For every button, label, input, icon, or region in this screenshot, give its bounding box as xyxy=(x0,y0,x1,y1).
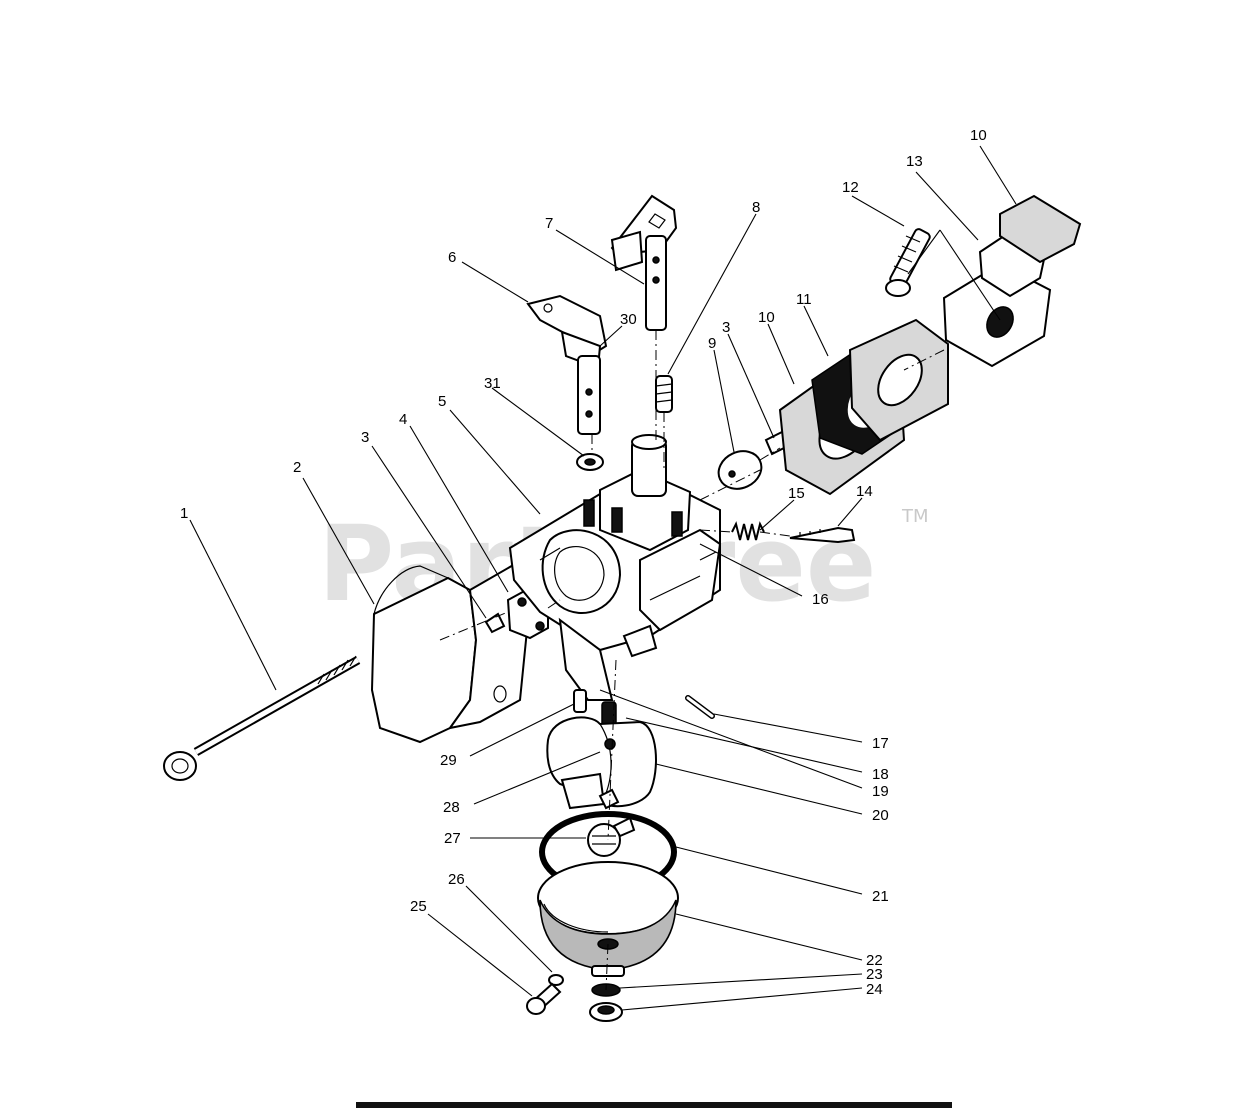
callout-10-lower: 10 xyxy=(758,309,775,326)
callout-14: 14 xyxy=(856,483,873,500)
callout-19: 19 xyxy=(872,783,889,800)
callout-3-right: 3 xyxy=(722,319,730,336)
part-top-gasket xyxy=(999,194,1082,264)
part-left-screw xyxy=(484,612,506,634)
part-drain-screw xyxy=(526,982,562,1015)
callout-1: 1 xyxy=(180,505,188,522)
callout-11: 11 xyxy=(796,291,812,308)
callout-labels: 1 2 3 4 5 6 7 8 9 10 11 12 13 10 3 30 31… xyxy=(180,127,987,998)
callout-16: 16 xyxy=(812,591,829,608)
part-idle-screw xyxy=(655,375,673,413)
callout-22: 22 xyxy=(866,952,883,969)
cropped-caption-strip xyxy=(356,1102,952,1108)
callout-3-left: 3 xyxy=(361,429,369,446)
watermark-trademark: TM xyxy=(901,506,929,527)
callout-5: 5 xyxy=(438,393,446,410)
callout-20: 20 xyxy=(872,807,889,824)
alignment-lines xyxy=(439,330,945,991)
part-bowl-nut xyxy=(589,1002,623,1022)
callout-23: 23 xyxy=(866,966,883,983)
part-flange-bolt xyxy=(885,228,931,297)
part-float-bowl xyxy=(537,861,679,977)
callout-8: 8 xyxy=(752,199,760,216)
callout-25: 25 xyxy=(410,898,427,915)
part-float-valve xyxy=(587,816,636,857)
part-throttle-lever xyxy=(526,294,608,435)
leader-lines xyxy=(189,145,1017,1011)
callout-12: 12 xyxy=(842,179,859,196)
part-choke-lever xyxy=(610,194,678,331)
callout-13: 13 xyxy=(906,153,923,170)
part-insulator-gaskets xyxy=(778,318,949,496)
callout-27: 27 xyxy=(444,830,461,847)
callout-4: 4 xyxy=(399,411,407,428)
part-float xyxy=(546,716,657,810)
callout-29: 29 xyxy=(440,752,457,769)
callout-7: 7 xyxy=(545,215,553,232)
part-long-bolt xyxy=(163,655,361,781)
callout-26: 26 xyxy=(448,871,465,888)
part-idle-spring xyxy=(731,521,765,541)
callout-17: 17 xyxy=(872,735,889,752)
callout-28: 28 xyxy=(443,799,460,816)
part-drain-washer xyxy=(548,974,564,986)
part-float-pin xyxy=(685,695,715,719)
callout-2: 2 xyxy=(293,459,301,476)
callout-15: 15 xyxy=(788,485,805,502)
part-choke-plate xyxy=(717,450,763,490)
callout-21: 21 xyxy=(872,888,889,905)
part-adjust-screw xyxy=(789,526,856,544)
callout-24: 24 xyxy=(866,981,883,998)
callout-10-upper: 10 xyxy=(970,127,987,144)
callout-6: 6 xyxy=(448,249,456,266)
callout-30: 30 xyxy=(620,311,637,328)
callout-9: 9 xyxy=(708,335,716,352)
part-grommet xyxy=(576,453,604,471)
callout-18: 18 xyxy=(872,766,889,783)
part-float-clip xyxy=(598,788,620,810)
callout-31: 31 xyxy=(484,375,501,392)
part-carburetor-body xyxy=(508,434,722,701)
